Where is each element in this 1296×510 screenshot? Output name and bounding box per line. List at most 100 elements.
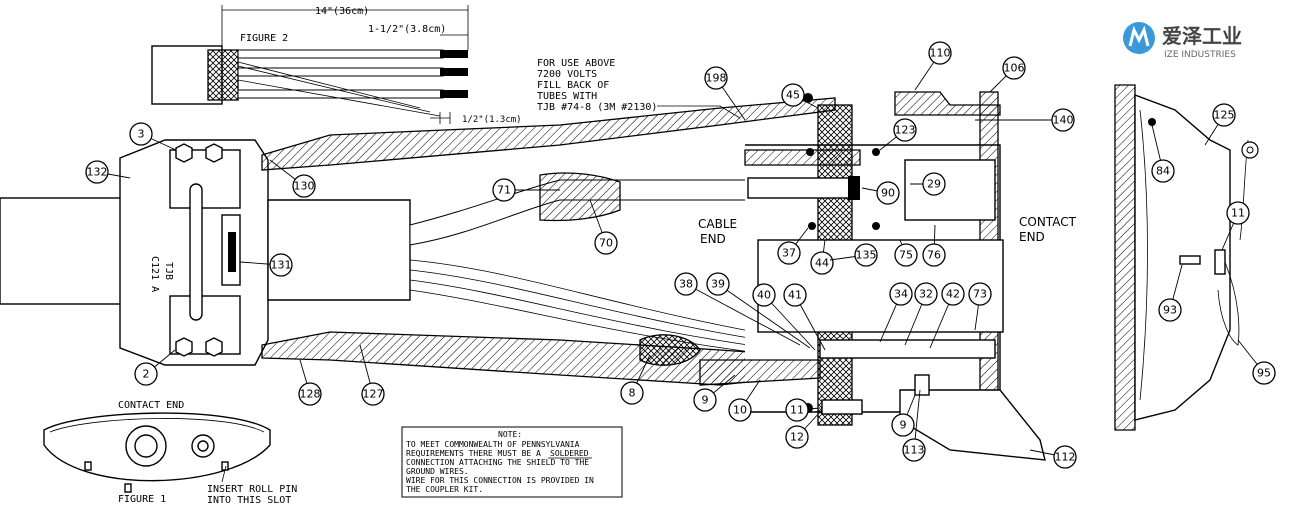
callout-44: 44: [810, 239, 834, 275]
svg-text:TO MEET COMMONWEALTH OF PENNSY: TO MEET COMMONWEALTH OF PENNSYLVANIA: [406, 440, 580, 449]
figure-1: CONTACT END FIGURE 1 INSERT ROLL PIN INT…: [43, 400, 297, 506]
svg-text:TUBES WITH: TUBES WITH: [537, 91, 597, 102]
callout-label: 112: [1055, 451, 1076, 464]
callout-84: 84: [1151, 124, 1175, 183]
side-view: [1114, 84, 1259, 431]
callout-label: 76: [927, 249, 941, 262]
dim-short-label: 1/2"(1.3cm): [462, 115, 522, 125]
callout-29: 29: [910, 172, 946, 196]
callout-198: 198: [704, 66, 746, 121]
stress-cone-70: [539, 172, 621, 222]
dim-overall-label: 14"(36cm): [315, 6, 369, 17]
callout-label: 11: [790, 404, 804, 417]
callout-label: 8: [629, 387, 636, 400]
callout-131: 131: [239, 253, 293, 277]
note-box: NOTE: TO MEET COMMONWEALTH OF PENNSYLVAN…: [401, 426, 623, 498]
svg-text:7200 VOLTS: 7200 VOLTS: [537, 69, 597, 80]
callout-93: 93: [1158, 264, 1183, 322]
callout-label: 95: [1257, 367, 1271, 380]
company-logo: 爱泽工业 IZE INDUSTRIES: [1123, 22, 1242, 60]
roll-pin-callout-1: INSERT ROLL PIN: [207, 484, 297, 495]
callout-label: 39: [711, 278, 725, 291]
cable-end-label-1: CABLE: [698, 217, 737, 231]
callout-label: 131: [271, 259, 292, 272]
callout-71: 71: [492, 178, 560, 202]
contact-end-label-1: CONTACT: [1019, 215, 1077, 229]
bolt-icons: [175, 143, 223, 357]
callout-9: 9: [891, 394, 916, 437]
callout-8: 8: [620, 354, 651, 405]
callout-label: 90: [881, 187, 895, 200]
svg-text:REQUIREMENTS THERE MUST BE A: REQUIREMENTS THERE MUST BE A: [406, 449, 541, 458]
callout-label: 132: [87, 166, 108, 179]
bolt-plate-top: [169, 149, 241, 209]
callout-40: 40: [752, 283, 816, 351]
callout-127: 127: [359, 344, 385, 406]
callout-113: 113: [902, 389, 926, 462]
callout-label: 9: [702, 394, 709, 407]
callout-45: 45: [781, 83, 819, 109]
callout-label: 125: [1214, 109, 1235, 122]
callout-125: 125: [1204, 103, 1236, 146]
callout-70: 70: [589, 199, 618, 255]
callout-11: 11: [1221, 201, 1250, 251]
callout-label: 128: [300, 388, 321, 401]
inner-sleeve: [267, 199, 411, 301]
callout-110: 110: [914, 41, 952, 91]
svg-text:CONNECTION ATTACHING THE SHIEL: CONNECTION ATTACHING THE SHIELD TO THE: [406, 458, 589, 467]
callout-73: 73: [968, 282, 992, 331]
cable-end-label-2: END: [700, 232, 726, 246]
callout-128: 128: [298, 359, 322, 406]
svg-text:FILL BACK OF: FILL BACK OF: [537, 80, 609, 91]
callout-90: 90: [861, 181, 900, 205]
callout-label: 34: [894, 288, 908, 301]
coupler-tag-2: C121 A: [149, 256, 160, 292]
figure-1-title: FIGURE 1: [118, 494, 166, 505]
callout-label: 40: [757, 289, 771, 302]
callout-label: 135: [856, 249, 877, 262]
callout-34: 34: [879, 282, 913, 343]
callout-123: 123: [879, 118, 917, 151]
callout-label: 140: [1053, 114, 1074, 127]
callout-41: 41: [783, 283, 826, 351]
callout-75: 75: [894, 239, 918, 267]
callout-label: 32: [919, 288, 933, 301]
logo-en-text: IZE INDUSTRIES: [1164, 50, 1236, 60]
callout-label: 2: [143, 368, 150, 381]
callout-label: 130: [294, 180, 315, 193]
callout-12: 12: [785, 409, 823, 449]
figure-2: FIGURE 2 14"(36cm) 1-1/2"(3.8cm) 1/2"(1.…: [151, 5, 522, 125]
callout-label: 71: [497, 184, 511, 197]
callout-132: 132: [85, 160, 131, 184]
pin-29: [747, 177, 859, 199]
callout-42: 42: [929, 282, 965, 349]
callout-label: 11: [1231, 207, 1245, 220]
callout-3: 3: [129, 122, 177, 151]
callout-140: 140: [975, 108, 1075, 132]
callout-37: 37: [777, 227, 809, 265]
note-emphasis: SOLDERED: [550, 449, 589, 458]
dim-strip-label: 1-1/2"(3.8cm): [368, 24, 446, 35]
fig2-conductors: [237, 49, 468, 117]
callout-38: 38: [674, 272, 801, 346]
figure-2-title: FIGURE 2: [240, 33, 288, 44]
callout-label: 45: [786, 89, 800, 102]
callout-112: 112: [1029, 445, 1077, 469]
callout-2: 2: [134, 349, 176, 386]
callout-label: 9: [900, 419, 907, 432]
svg-text:WIRE FOR THIS CONNECTION IS PR: WIRE FOR THIS CONNECTION IS PROVIDED IN: [406, 476, 594, 485]
bolt-12: [821, 399, 863, 415]
contact-socket-76: [904, 159, 996, 221]
callout-label: 84: [1156, 165, 1170, 178]
callout-label: 41: [788, 289, 802, 302]
logo-cn-text: 爱泽工业: [1162, 24, 1242, 48]
part-callouts: 3 132 2 130 131 128 127 71 70 8 9 10 11 12 9 113 112 198 4…: [85, 41, 1276, 469]
coupler-tag-1: TJB: [163, 262, 174, 280]
callout-label: 12: [790, 431, 804, 444]
callout-106: 106: [989, 56, 1026, 93]
callout-label: 10: [733, 404, 747, 417]
callout-11: 11: [785, 398, 821, 422]
callout-label: 113: [904, 444, 925, 457]
roll-pin-callout-2: INTO THIS SLOT: [207, 495, 291, 506]
